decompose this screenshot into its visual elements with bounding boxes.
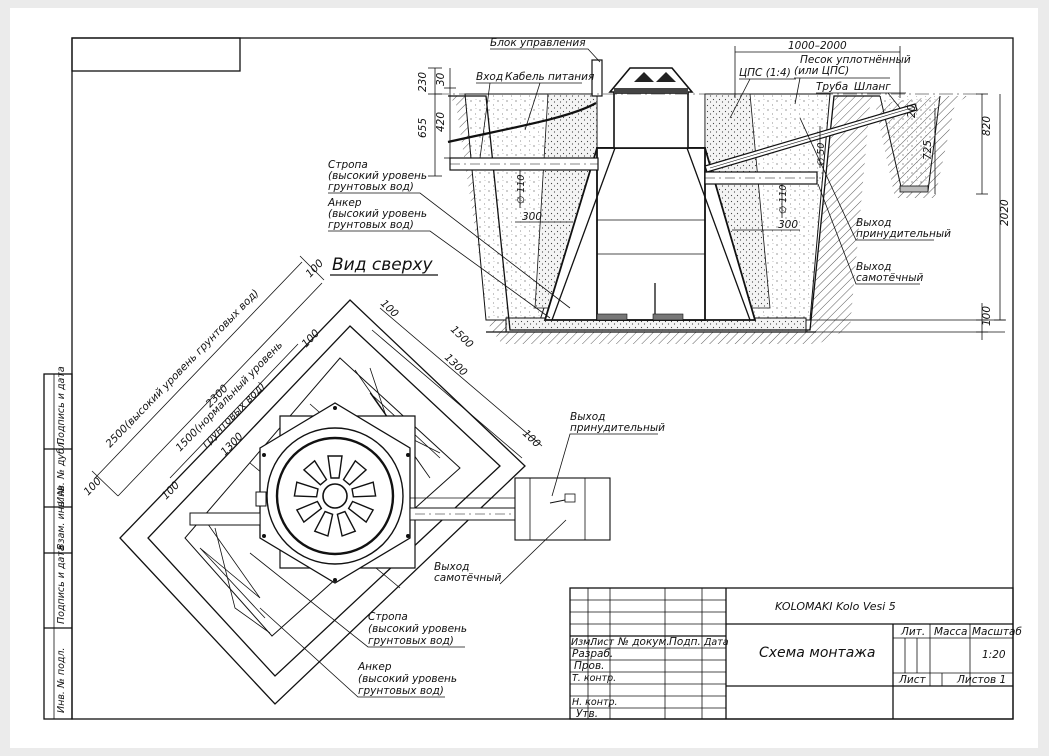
tb-col-izm: Изм. <box>571 637 593 648</box>
label-forced-outlet-1: Выход <box>856 217 891 229</box>
dim-100-section: 100 <box>981 306 993 326</box>
tb-col-doc: № докум. <box>617 636 670 648</box>
tb-col-list: Лист <box>589 637 615 648</box>
dim-300-left: 300 <box>522 211 542 223</box>
label-sand: Песок уплотнённый <box>800 54 911 66</box>
dim-820: 820 <box>981 116 993 136</box>
tb-drawing-title: Схема монтажа <box>759 645 875 661</box>
plan-forced-outlet-2: принудительный <box>570 422 665 434</box>
tb-tkontr: Т. контр. <box>572 673 616 684</box>
dim-30: 30 <box>435 72 447 86</box>
dim-100-b: 100 <box>304 257 327 280</box>
tb-scale: 1:20 <box>982 649 1006 661</box>
dim-1500: 1500 <box>448 324 476 351</box>
label-inlet: Вход <box>476 71 503 83</box>
plan-anchor-3: грунтовых вод) <box>358 685 444 697</box>
tb-prov: Пров. <box>574 660 605 672</box>
top-left-stamp <box>71 37 241 72</box>
tb-razrab: Разраб. <box>572 648 613 660</box>
label-anchor-3: грунтовых вод) <box>328 219 414 231</box>
plan-strap-1: Стропа <box>368 611 408 623</box>
dim-100-d: 100 <box>300 327 323 350</box>
side-stamp-4: Подпись и дата <box>56 545 67 624</box>
dim-655: 655 <box>417 118 429 138</box>
dim-100-c: 100 <box>160 479 183 502</box>
label-hose: Шланг <box>854 81 891 93</box>
dim-300-right: 300 <box>778 219 798 231</box>
excavation-outline-inner <box>147 325 501 677</box>
dim-230: 230 <box>417 72 429 92</box>
dim-d110-left: ∅ 110 <box>516 175 527 204</box>
section-view: 230 30 655 420 820 725 20 2020 100 1000–… <box>327 37 1011 344</box>
tb-nkontr: Н. контр. <box>572 697 618 708</box>
label-power-cable: Кабель питания <box>505 71 594 83</box>
dim-1000-2000: 1000–2000 <box>788 40 847 52</box>
label-anchor-1: Анкер <box>327 197 362 209</box>
label-strap-1: Стропа <box>328 159 368 171</box>
dim-d110-right: ∅ 110 <box>778 185 789 214</box>
label-gravity-outlet-2: самотёчный <box>856 272 923 284</box>
dim-420: 420 <box>435 112 447 132</box>
side-stamp-5: Инв. № подл. <box>56 647 67 713</box>
label-sand-alt: (или ЦПС) <box>794 65 849 77</box>
tb-col-sign: Подп. <box>669 636 701 648</box>
tb-sheet: Лист <box>898 674 926 686</box>
tb-utv: Утв. <box>576 708 598 720</box>
plan-gravity-outlet-1: Выход <box>434 561 469 573</box>
dim-1300-b: 1300 <box>442 352 470 379</box>
side-stamp: Подпись и дата Инв. № дубл. Взам. инв. №… <box>43 366 73 720</box>
plan-title: Вид сверху <box>332 255 434 275</box>
dim-20: 20 <box>906 104 918 118</box>
drawing-sheet: Подпись и дата Инв. № дубл. Взам. инв. №… <box>10 8 1038 748</box>
dim-100-f: 100 <box>520 428 543 451</box>
title-block: Изм. Лист № докум. Подп. Дата Разраб. Пр… <box>569 587 1022 720</box>
label-forced-outlet-2: принудительный <box>856 228 951 240</box>
label-pipe: Труба <box>816 81 848 93</box>
dim-d50: ∅ 50 <box>816 143 827 166</box>
label-strap-3: грунтовых вод) <box>328 181 414 193</box>
dim-725: 725 <box>922 140 934 160</box>
plan-anchor-2: (высокий уровень <box>358 673 457 685</box>
drawing-canvas: Подпись и дата Инв. № дубл. Взам. инв. №… <box>43 37 1022 720</box>
plan-anchor-1: Анкер <box>357 661 392 673</box>
label-strap-2: (высокий уровень <box>328 170 427 182</box>
plan-gravity-outlet-2: самотёчный <box>434 572 501 584</box>
tb-lit: Лит. <box>900 626 925 638</box>
dim-100-e: 100 <box>378 298 401 321</box>
label-gravity-outlet-1: Выход <box>856 261 891 273</box>
dim-2020: 2020 <box>999 199 1011 226</box>
dim-2500: 2500(высокий уровень грунтовых вод) <box>104 287 262 450</box>
side-stamp-2: Инв. № дубл. <box>56 439 67 504</box>
plan-strap-3: грунтовых вод) <box>368 635 454 647</box>
plan-forced-outlet-1: Выход <box>570 411 605 423</box>
tb-col-date: Дата <box>703 637 729 648</box>
label-anchor-2: (высокий уровень <box>328 208 427 220</box>
tb-sheets: Листов 1 <box>956 674 1006 686</box>
tb-product: KOLOMAKI Kolo Vesi 5 <box>775 600 896 613</box>
label-cps: ЦПС (1:4) <box>739 67 791 79</box>
plan-strap-2: (высокий уровень <box>368 623 467 635</box>
label-control-block: Блок управления <box>490 37 586 49</box>
tb-scale-label: Масштаб <box>972 626 1022 638</box>
side-stamp-3: Взам. инв. № <box>56 485 67 550</box>
dim-100-a: 100 <box>82 475 105 498</box>
side-stamp-1: Подпись и дата <box>56 366 67 445</box>
tb-mass: Масса <box>934 626 967 638</box>
